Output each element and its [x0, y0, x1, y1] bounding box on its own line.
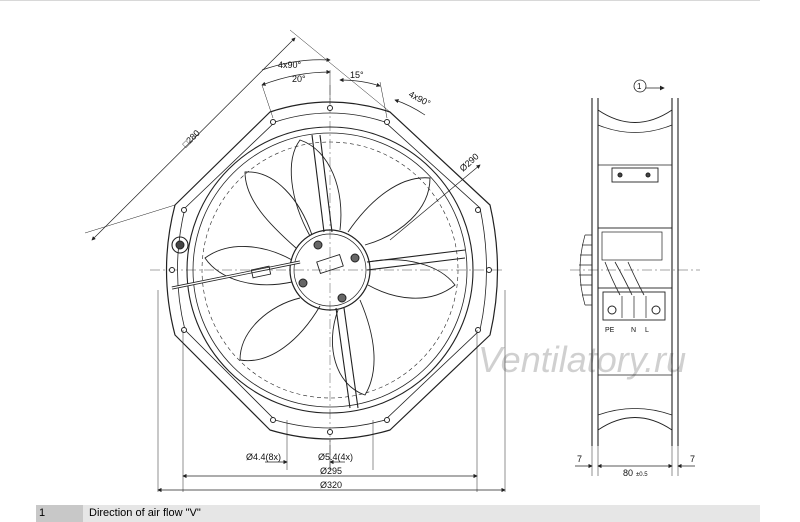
dim-square-280: □280 — [180, 128, 202, 150]
dim-hole-5-4: Ø5.4(4x) — [318, 452, 353, 462]
top-rule — [0, 0, 760, 1]
dim-diameter-295: Ø295 — [320, 466, 342, 476]
housing-outline — [165, 101, 499, 440]
terminal-label-pe: PE — [605, 327, 615, 334]
terminal-label-l: L — [645, 327, 649, 334]
dim-pattern-right: 4x90° — [407, 89, 432, 109]
airflow-callout — [633, 79, 647, 93]
fan-technical-drawing: Ventilatory.ru — [84, 29, 700, 493]
dim-pattern-left: 4x90° — [278, 60, 302, 70]
dim-diameter-320: Ø320 — [320, 480, 342, 490]
front-view-labels: □280 4x90° 20° 15° 4x90° Ø290 Ø4.4(8x) Ø… — [180, 60, 480, 490]
dim-side-right-7: 7 — [690, 454, 695, 464]
front-view — [84, 29, 506, 493]
legend-row: 1 Direction of air flow "V" — [36, 505, 760, 522]
dim-side-left-7: 7 — [577, 454, 582, 464]
dim-side-tolerance: ±0.5 — [636, 472, 648, 478]
dim-angle-20: 20° — [292, 74, 306, 84]
dim-angle-15: 15° — [350, 70, 364, 80]
terminal-block — [602, 291, 666, 321]
legend-description: Direction of air flow "V" — [83, 505, 760, 522]
legend-number: 1 — [36, 505, 83, 522]
hub — [289, 229, 371, 311]
support-struts — [311, 134, 466, 409]
watermark: Ventilatory.ru — [478, 339, 686, 380]
callout-number: 1 — [637, 82, 642, 91]
side-view — [570, 79, 700, 476]
dim-side-width: 80 — [623, 468, 633, 478]
side-view-labels: 1 PE N L 7 80 ±0.5 7 — [577, 82, 695, 478]
dim-diameter-290: Ø290 — [458, 151, 481, 173]
dim-hole-4-4: Ø4.4(8x) — [246, 452, 281, 462]
terminal-label-n: N — [631, 327, 636, 334]
motor-body — [597, 227, 673, 289]
